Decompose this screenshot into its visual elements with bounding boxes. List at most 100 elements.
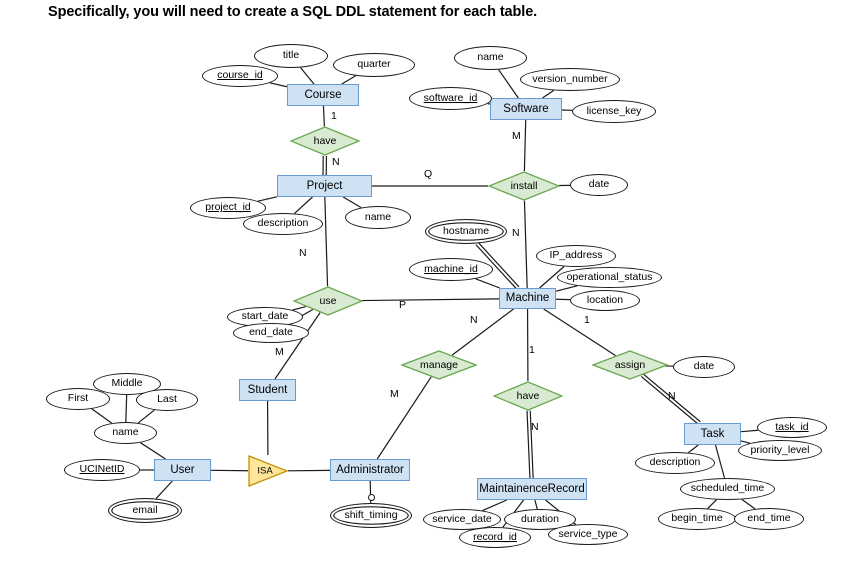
attribute-label: date: [588, 178, 610, 191]
attribute-record_id[interactable]: record_id: [459, 527, 531, 548]
attribute-description_project[interactable]: description: [243, 213, 323, 235]
edge-project_name-to-project: [342, 196, 362, 209]
entity-user[interactable]: User: [154, 459, 211, 481]
relationship-assign[interactable]: assign: [592, 350, 668, 380]
relationship-install[interactable]: install: [488, 171, 560, 201]
edge-begin_time-to-scheduled_time: [707, 499, 718, 509]
relationship-label: have: [313, 135, 337, 147]
attribute-project_id[interactable]: project_id: [190, 197, 266, 219]
attribute-label: quarter: [357, 58, 391, 71]
entity-task[interactable]: Task: [684, 423, 741, 445]
edge-email-to-user: [155, 480, 173, 499]
edge-course_id-to-course: [269, 82, 288, 88]
attribute-label: operational_status: [566, 270, 653, 283]
attribute-label: license_key: [586, 104, 642, 117]
attribute-ip_address[interactable]: IP_address: [536, 245, 616, 267]
attribute-hostname[interactable]: hostname: [425, 219, 507, 244]
relationship-use[interactable]: use: [293, 286, 363, 316]
edge-machine-to-assign: [543, 308, 616, 357]
attribute-title[interactable]: title: [254, 44, 328, 68]
attribute-label: title: [282, 49, 300, 62]
edge-project_id-to-project: [257, 196, 278, 202]
attribute-ucinetid[interactable]: UCINetID: [64, 459, 140, 481]
edge-machine-to-manage: [451, 308, 514, 356]
attribute-email[interactable]: email: [108, 498, 182, 523]
attribute-description_task[interactable]: description: [635, 452, 715, 474]
attribute-end_time[interactable]: end_time: [734, 508, 804, 530]
cardinality-card-assign-task: N: [668, 390, 676, 402]
attribute-sw_name[interactable]: name: [454, 46, 527, 70]
edge-end_time-to-scheduled_time: [741, 498, 756, 510]
attribute-label: software_id: [423, 91, 478, 104]
cardinality-card-course-have: 1: [331, 110, 337, 122]
attribute-project_name[interactable]: name: [345, 206, 411, 229]
attribute-task_id[interactable]: task_id: [757, 417, 827, 438]
edge-duration-to-maintainencerecord: [534, 499, 538, 510]
attribute-shift_timing[interactable]: shift_timing: [330, 503, 412, 528]
attribute-install_date[interactable]: date: [570, 174, 628, 196]
attribute-service_type[interactable]: service_type: [548, 524, 628, 545]
attribute-label: start_date: [241, 310, 289, 323]
entity-project[interactable]: Project: [277, 175, 372, 197]
attribute-label: First: [67, 392, 89, 405]
attribute-service_date[interactable]: service_date: [423, 509, 501, 530]
attribute-label: end_time: [747, 512, 791, 525]
cardinality-card-machine-assign: 1: [584, 314, 590, 326]
attribute-course_id[interactable]: course_id: [202, 65, 278, 87]
attribute-label: name: [477, 51, 504, 64]
attribute-label: record_id: [473, 530, 517, 543]
cardinality-card-have-project: N: [332, 156, 340, 168]
isa-triangle[interactable]: ISA: [248, 455, 289, 487]
attribute-location[interactable]: location: [570, 290, 640, 311]
entity-label: User: [170, 463, 195, 476]
relationship-have_course_project[interactable]: have: [290, 126, 360, 156]
attribute-software_id[interactable]: software_id: [409, 87, 492, 110]
attribute-version_number[interactable]: version_number: [520, 68, 620, 91]
entity-label: MaintainenceRecord: [479, 482, 585, 495]
entity-software[interactable]: Software: [490, 98, 562, 120]
attribute-name_user[interactable]: name: [94, 422, 157, 444]
entity-label: Course: [304, 88, 342, 101]
entity-machine[interactable]: Machine: [499, 288, 556, 309]
edge-service_date-to-maintainencerecord: [482, 499, 507, 512]
relationship-label: use: [319, 295, 337, 307]
attribute-license_key[interactable]: license_key: [572, 100, 656, 123]
isa-label: ISA: [257, 465, 273, 477]
attribute-operational_status[interactable]: operational_status: [557, 267, 662, 288]
attribute-assign_date[interactable]: date: [673, 356, 735, 378]
attribute-label: description: [649, 456, 701, 469]
cardinality-card-manage-admin: M: [390, 388, 399, 400]
attribute-label: hostname: [442, 224, 490, 237]
entity-student[interactable]: Student: [239, 379, 296, 401]
attribute-first[interactable]: First: [46, 388, 110, 410]
cardinality-card-machine-have: 1: [529, 344, 535, 356]
attribute-begin_time[interactable]: begin_time: [658, 508, 736, 530]
attribute-label: description: [257, 217, 309, 230]
attribute-end_date[interactable]: end_date: [233, 323, 309, 343]
edge-first-to-name_user: [91, 408, 113, 424]
relationship-label: have: [516, 390, 540, 402]
attribute-duration[interactable]: duration: [504, 509, 576, 530]
edge-quarter-to-course: [341, 75, 357, 85]
attribute-quarter[interactable]: quarter: [333, 53, 415, 77]
attribute-label: scheduled_time: [690, 482, 765, 495]
attribute-priority_level[interactable]: priority_level: [738, 440, 822, 461]
edge-project-to-use: [324, 196, 329, 287]
attribute-label: course_id: [217, 69, 263, 82]
relationship-manage[interactable]: manage: [401, 350, 477, 380]
entity-maintainencerecord[interactable]: MaintainenceRecord: [477, 478, 587, 500]
attribute-middle[interactable]: Middle: [93, 373, 161, 395]
attribute-label: service_date: [432, 512, 492, 525]
relationship-have_machine_record[interactable]: have: [493, 381, 563, 411]
cardinality-card-software-install: M: [512, 130, 521, 142]
entity-administrator[interactable]: Administrator: [330, 459, 410, 481]
attribute-last[interactable]: Last: [136, 389, 198, 411]
attribute-label: name: [364, 210, 392, 223]
attribute-scheduled_time[interactable]: scheduled_time: [680, 478, 775, 500]
edge-operational_status-to-machine: [555, 285, 578, 292]
attribute-machine_id[interactable]: machine_id: [409, 258, 493, 281]
entity-course[interactable]: Course: [287, 84, 359, 106]
attribute-label: version_number: [532, 72, 608, 85]
entity-label: Task: [700, 427, 725, 440]
